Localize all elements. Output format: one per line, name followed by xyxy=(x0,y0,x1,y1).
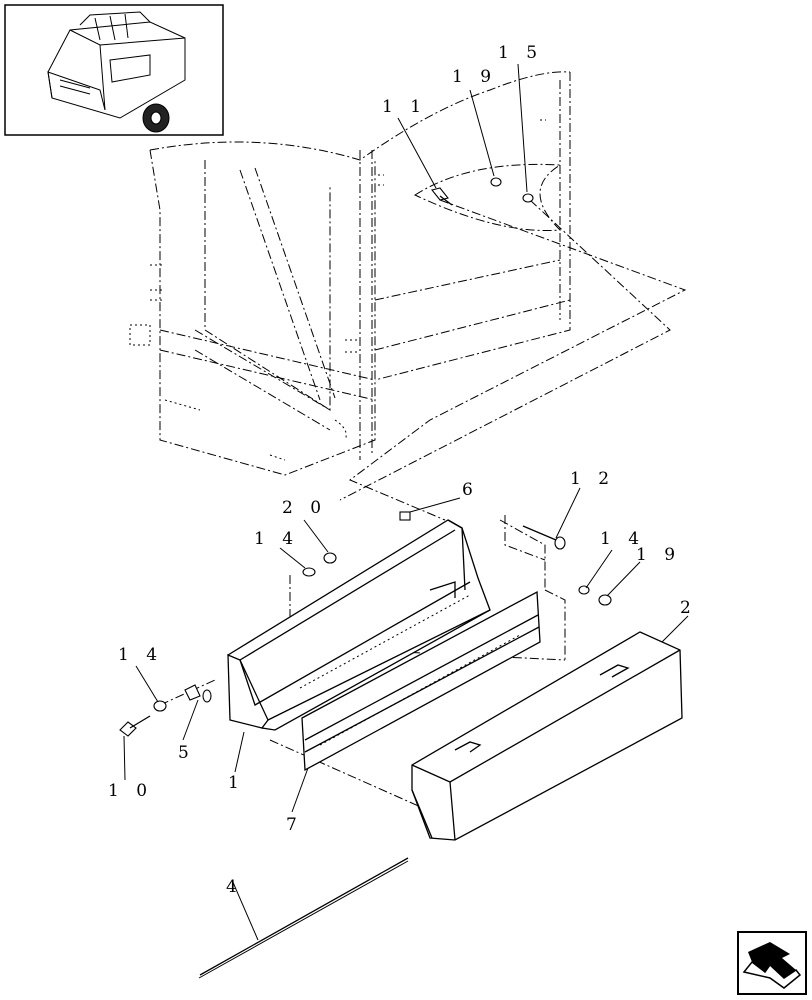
baler-thumbnail-icon xyxy=(4,4,224,136)
callout-19-right: 1 9 xyxy=(636,545,681,565)
callout-20: 2 0 xyxy=(282,498,327,518)
callout-7: 7 xyxy=(286,815,303,835)
callout-5: 5 xyxy=(178,743,195,763)
callout-2: 2 xyxy=(680,598,697,618)
callout-11: 1 1 xyxy=(382,97,427,117)
callout-4: 4 xyxy=(226,877,243,897)
baler-frame-phantom xyxy=(129,71,571,476)
part-2-cover xyxy=(411,631,683,841)
part-7-panel xyxy=(301,590,541,772)
callout-14-top: 1 4 xyxy=(254,529,299,549)
callout-14-right: 1 4 xyxy=(600,529,645,549)
callout-6: 6 xyxy=(462,480,479,500)
part-4-rod xyxy=(198,857,409,979)
next-page-arrow-icon[interactable] xyxy=(737,931,807,995)
callout-19-upper: 1 9 xyxy=(452,67,497,87)
cover-handle-front xyxy=(454,741,482,753)
cover-handle-rear xyxy=(599,664,630,678)
callout-14-left: 1 4 xyxy=(118,645,163,665)
callout-15: 1 5 xyxy=(498,43,543,63)
callout-1: 1 xyxy=(228,773,245,793)
part-1-housing xyxy=(227,519,491,731)
hardware xyxy=(119,177,612,737)
callouts: 1 1 1 9 1 5 6 1 2 2 0 1 4 1 4 1 9 2 1 4 … xyxy=(108,43,697,897)
callout-10: 1 0 xyxy=(108,781,153,801)
callout-12: 1 2 xyxy=(570,469,615,489)
leader-lines xyxy=(123,63,689,941)
